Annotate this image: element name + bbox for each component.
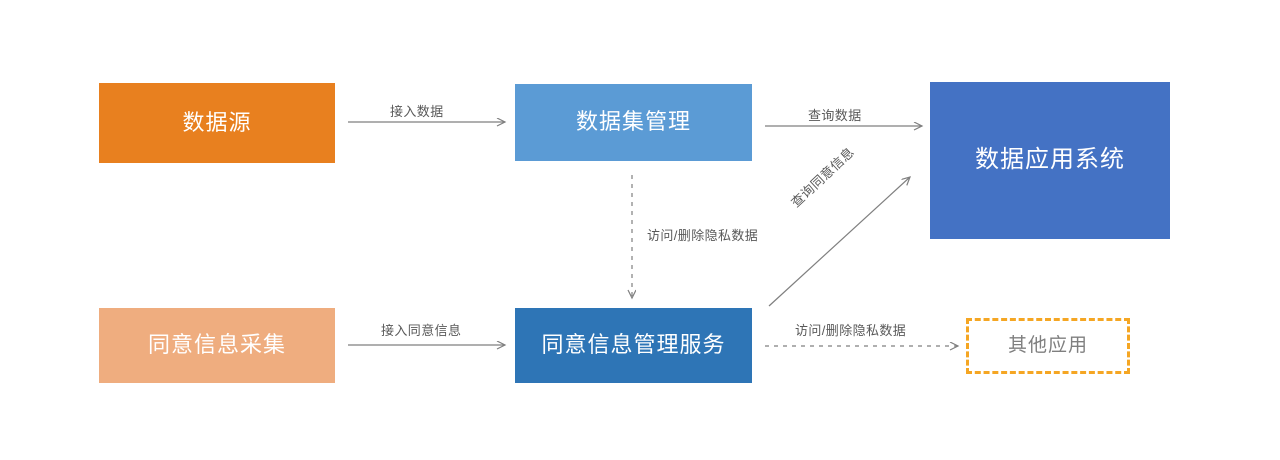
edge-label-query-data: 查询数据	[808, 108, 862, 123]
edge-label-access-delete-privacy-bottom: 访问/删除隐私数据	[795, 323, 907, 338]
node-data-source-label: 数据源	[182, 109, 252, 135]
node-consent-collection[interactable]: 同意信息采集	[99, 308, 335, 383]
node-consent-management-service-label: 同意信息管理服务	[541, 332, 726, 358]
node-data-application-system[interactable]: 数据应用系统	[930, 82, 1170, 239]
node-data-application-system-label: 数据应用系统	[975, 146, 1125, 174]
node-other-application-label: 其他应用	[1007, 334, 1088, 356]
node-other-application[interactable]: 其他应用	[966, 318, 1130, 374]
edge-query-consent	[768, 177, 910, 307]
node-consent-collection-label: 同意信息采集	[147, 332, 286, 358]
node-dataset-management[interactable]: 数据集管理	[515, 84, 752, 161]
node-consent-management-service[interactable]: 同意信息管理服务	[515, 308, 752, 383]
edge-label-ingest-consent: 接入同意信息	[381, 323, 462, 338]
node-dataset-management-label: 数据集管理	[575, 109, 691, 135]
node-data-source[interactable]: 数据源	[99, 83, 335, 163]
edge-label-access-delete-privacy-vertical: 访问/删除隐私数据	[647, 228, 759, 243]
edge-label-ingest-data: 接入数据	[390, 104, 444, 119]
